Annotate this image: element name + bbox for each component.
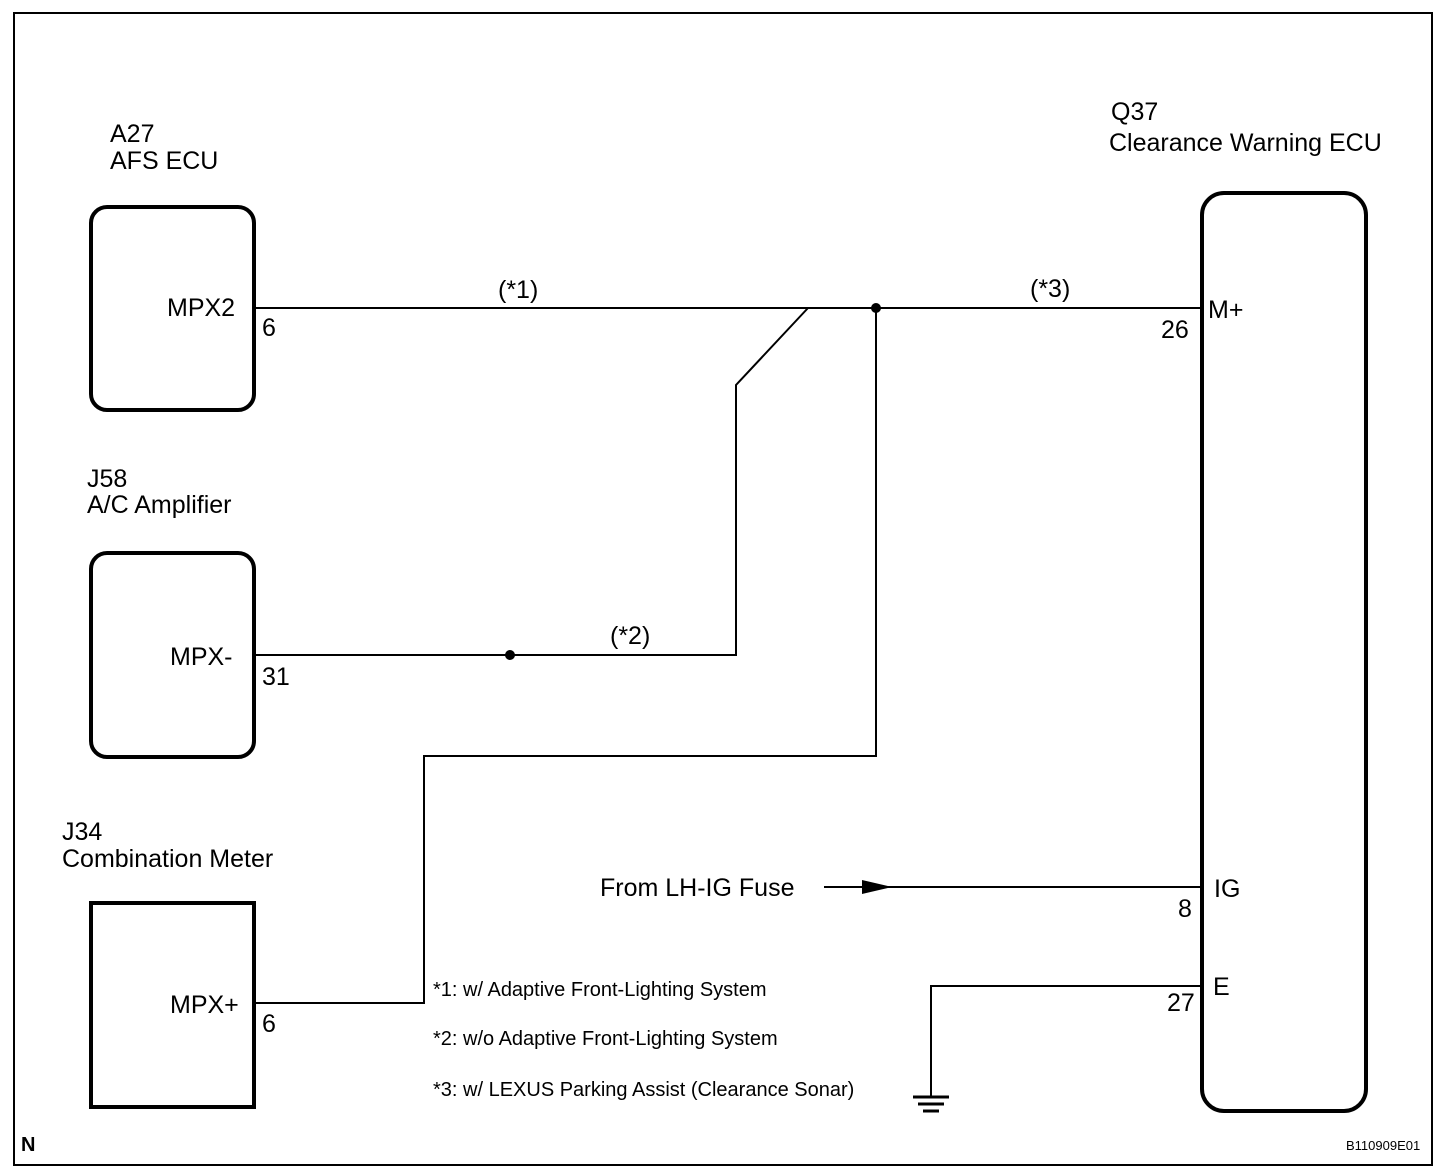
afs-code: A27	[110, 120, 155, 148]
meter-pin-number: 6	[262, 1010, 276, 1038]
junction-dot-icon	[505, 650, 515, 660]
junction-dot-icon	[871, 303, 881, 313]
wire-ground	[930, 985, 1202, 1096]
meter-code: J34	[62, 818, 103, 846]
afs-name: AFS ECU	[110, 147, 219, 175]
clearance-name: Clearance Warning ECU	[1109, 129, 1382, 157]
wire-label-1: (*1)	[498, 276, 539, 304]
clearance-pin-ig: IG	[1214, 875, 1241, 903]
ac-name: A/C Amplifier	[87, 491, 232, 519]
figure-id: B110909E01	[1346, 1138, 1421, 1153]
ground-symbol-icon	[913, 1095, 949, 1113]
clearance-code: Q37	[1111, 98, 1159, 126]
wire-label-2: (*2)	[610, 622, 651, 650]
note-3: *3: w/ LEXUS Parking Assist (Clearance S…	[433, 1079, 855, 1101]
note-2: *2: w/o Adaptive Front-Lighting System	[433, 1028, 778, 1050]
source-label: From LH-IG Fuse	[600, 874, 795, 902]
meter-name: Combination Meter	[62, 845, 274, 873]
arrow-right-icon	[862, 880, 892, 894]
corner-mark: N	[21, 1134, 36, 1156]
combination-meter-box	[89, 901, 256, 1109]
ac-pin-name: MPX-	[170, 643, 233, 671]
ac-pin-number: 31	[262, 663, 290, 691]
ac-code: J58	[87, 465, 128, 493]
afs-pin-name: MPX2	[167, 294, 236, 322]
diagram-frame	[13, 12, 1433, 1166]
clearance-pin-number-27: 27	[1167, 989, 1195, 1017]
wire-ac-to-bus	[254, 307, 809, 656]
note-1: *1: w/ Adaptive Front-Lighting System	[433, 979, 767, 1001]
clearance-warning-ecu-box	[1200, 191, 1368, 1113]
clearance-pin-mplus: M+	[1208, 296, 1244, 324]
wire-label-3: (*3)	[1030, 275, 1071, 303]
clearance-pin-e: E	[1213, 973, 1230, 1001]
afs-pin-number: 6	[262, 314, 276, 342]
clearance-pin-number-26: 26	[1161, 316, 1189, 344]
meter-pin-name: MPX+	[170, 991, 239, 1019]
wire-meter-to-bus	[254, 308, 877, 1004]
clearance-pin-number-8: 8	[1178, 895, 1192, 923]
